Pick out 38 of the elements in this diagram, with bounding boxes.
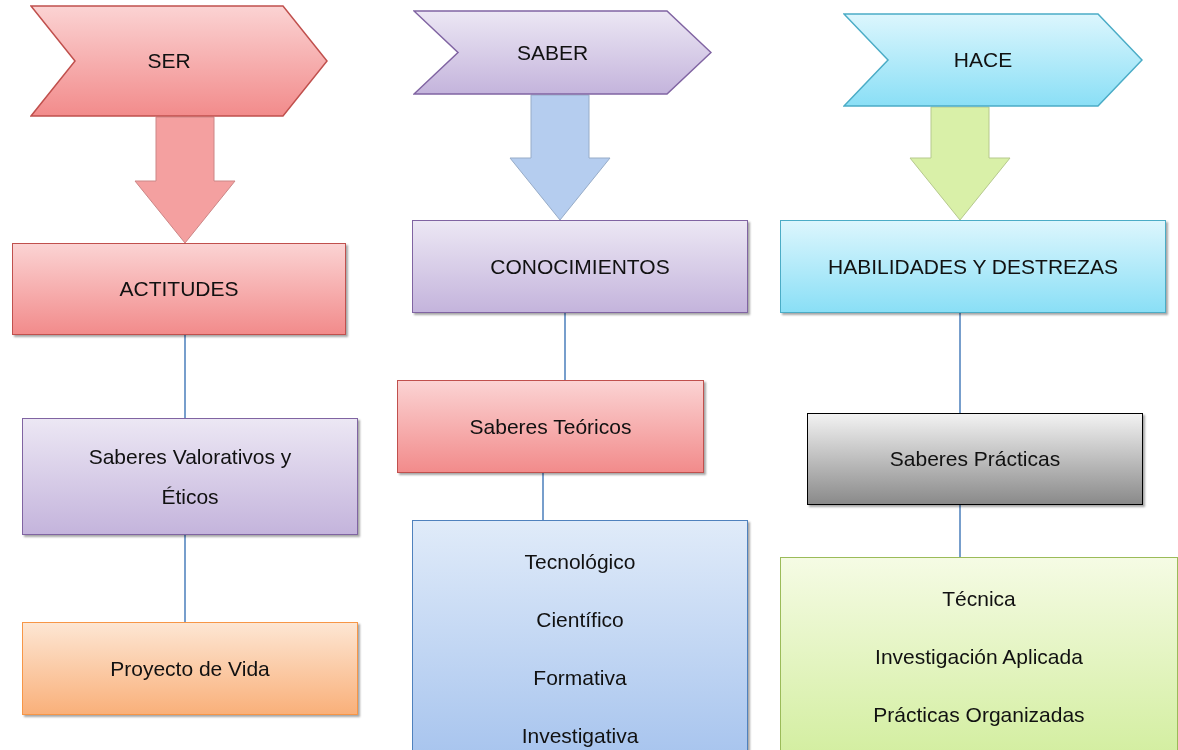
text-box (412, 520, 748, 750)
box-label: HABILIDADES Y DESTREZAS (828, 253, 1118, 280)
box-label: Saberes Valorativos y Éticos (87, 443, 293, 510)
box-label: CONOCIMIENTOS (490, 253, 670, 280)
box-label: Saberes Prácticas (889, 446, 1061, 473)
chevron-banner (30, 5, 328, 117)
text-box (22, 622, 358, 715)
box-label: Científico (536, 607, 624, 633)
box-label: HACE (953, 47, 1013, 74)
box-label: Tecnológico (524, 549, 636, 575)
connector-line (564, 312, 566, 381)
box-label: ACTITUDES (119, 276, 239, 303)
box-label: Prácticas Organizadas (873, 702, 1085, 728)
box-label: SABER (516, 39, 589, 66)
text-box (780, 557, 1178, 750)
connector-line (184, 534, 186, 623)
text-box (780, 220, 1166, 313)
box-label: Saberes Teóricos (469, 413, 632, 440)
text-box (22, 418, 358, 535)
box-label: Proyecto de Vida (110, 655, 270, 682)
block-arrow (134, 116, 236, 244)
connector-line (184, 334, 186, 419)
block-arrow (509, 94, 611, 221)
text-box (12, 243, 346, 335)
text-box (397, 380, 704, 473)
box-label: Investigativa (521, 723, 639, 749)
chevron-banner (843, 13, 1143, 107)
text-box (807, 413, 1143, 505)
connector-line (542, 472, 544, 521)
connector-line (959, 504, 961, 558)
block-arrow (909, 106, 1011, 221)
connector-line (959, 312, 961, 414)
box-label: Investigación Aplicada (875, 644, 1083, 670)
box-label: Formativa (533, 665, 627, 691)
box-label: Técnica (942, 586, 1016, 612)
text-box (412, 220, 748, 313)
chevron-banner (413, 10, 712, 95)
box-label: SER (147, 48, 191, 75)
